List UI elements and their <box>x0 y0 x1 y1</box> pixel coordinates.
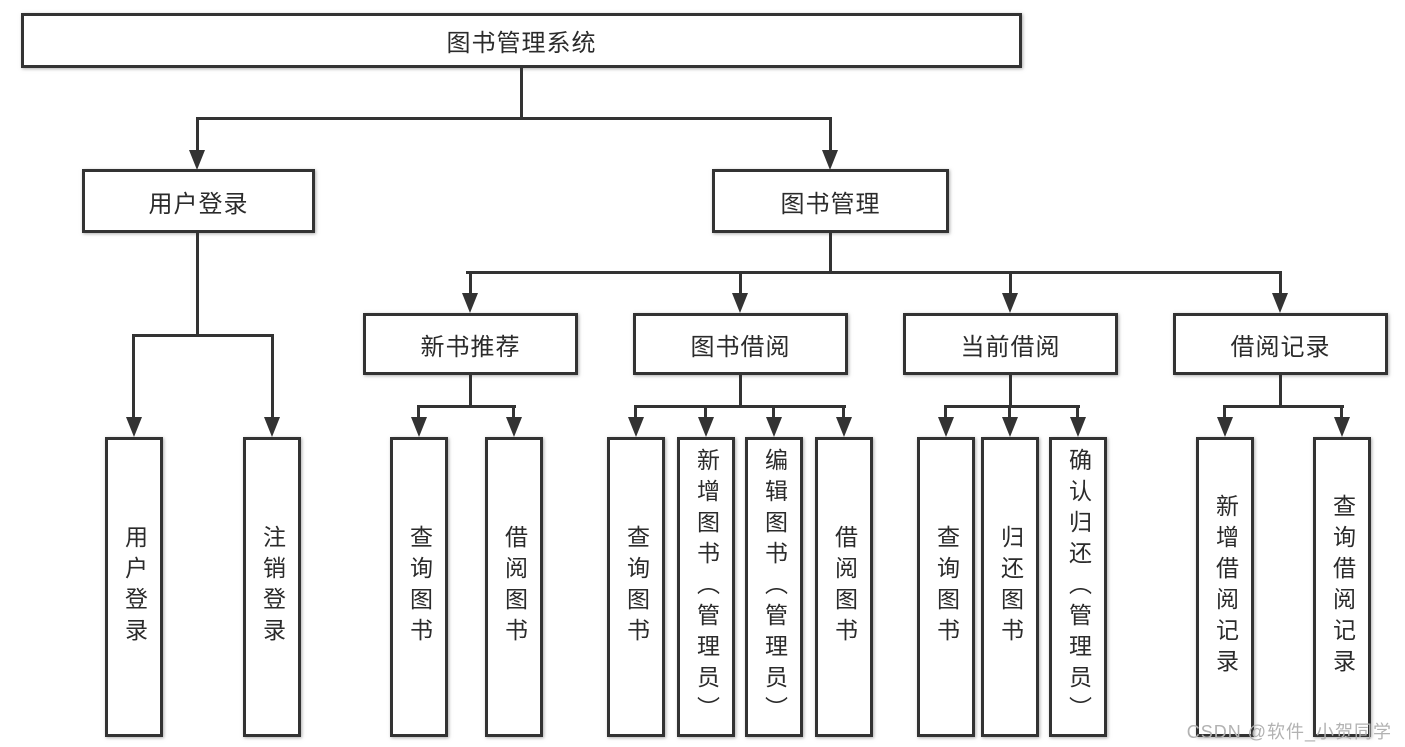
arrow-down-icon <box>938 417 954 437</box>
connector-drop <box>512 406 515 419</box>
connector-stem <box>1279 375 1282 407</box>
leaf-label-cb-return-books: 归还图书 <box>997 525 1024 649</box>
leaf-label-rec-borrow-books: 借阅图书 <box>501 525 528 649</box>
arrow-down-icon <box>836 417 852 437</box>
leaf-box-br-query-record: 查询借阅记录 <box>1313 437 1371 737</box>
leaf-label-cb-query-books: 查询图书 <box>933 525 960 649</box>
leaf-box-user-login: 用户登录 <box>105 437 163 737</box>
node-label-user-login: 用户登录 <box>148 190 249 218</box>
connector-drop <box>1279 272 1282 294</box>
leaf-label-bb-query-books: 查询图书 <box>623 525 650 649</box>
arrow-down-icon <box>126 417 142 437</box>
leaf-label-bb-borrow-books: 借阅图书 <box>831 525 858 649</box>
arrow-down-icon <box>732 293 748 313</box>
leaf-label-bb-edit-books: 编辑图书（管理员） <box>761 447 788 727</box>
connector-bar <box>1223 405 1344 408</box>
leaf-box-cb-return-books: 归还图书 <box>981 437 1039 737</box>
arrow-down-icon <box>189 150 205 170</box>
arrow-down-icon <box>1334 417 1350 437</box>
connector-drop <box>829 118 832 154</box>
arrow-down-icon <box>698 417 714 437</box>
connector-stem <box>829 233 832 273</box>
connector-drop <box>1223 406 1226 419</box>
leaf-box-bb-add-books: 新增图书（管理员） <box>677 437 735 737</box>
connector-drop <box>417 406 420 419</box>
connector-drop <box>772 406 775 419</box>
arrow-down-icon <box>264 417 280 437</box>
arrow-down-icon <box>1217 417 1233 437</box>
connector-stem <box>1009 375 1012 407</box>
connector-drop <box>634 406 637 419</box>
watermark: CSDN @软件_小贺同学 <box>1186 722 1392 742</box>
leaf-box-cb-query-books: 查询图书 <box>917 437 975 737</box>
leaf-label-br-query-record: 查询借阅记录 <box>1329 494 1356 680</box>
connector-bar <box>196 117 832 120</box>
arrow-down-icon <box>462 293 478 313</box>
connector-drop <box>1076 406 1079 419</box>
leaf-box-bb-borrow-books: 借阅图书 <box>815 437 873 737</box>
connector-drop <box>271 335 274 419</box>
arrow-down-icon <box>628 417 644 437</box>
connector-drop <box>196 118 199 154</box>
leaf-box-bb-query-books: 查询图书 <box>607 437 665 737</box>
connector-drop <box>1340 406 1343 419</box>
leaf-label-bb-add-books: 新增图书（管理员） <box>693 447 720 727</box>
connector-drop <box>944 406 947 419</box>
node-box-current-borrow: 当前借阅 <box>903 313 1118 375</box>
node-box-new-book-rec: 新书推荐 <box>363 313 578 375</box>
leaf-box-rec-query-books: 查询图书 <box>390 437 448 737</box>
connector-drop <box>704 406 707 419</box>
connector-bar <box>466 271 1282 274</box>
node-label-new-book-rec: 新书推荐 <box>420 333 521 361</box>
connector-stem <box>196 233 199 336</box>
leaf-box-bb-edit-books: 编辑图书（管理员） <box>745 437 803 737</box>
node-label-borrow-records: 借阅记录 <box>1230 333 1331 361</box>
connector-drop <box>1009 272 1012 294</box>
node-box-user-login: 用户登录 <box>82 169 315 233</box>
connector-stem <box>739 375 742 407</box>
connector-bar <box>132 334 274 337</box>
connector-drop <box>739 272 742 294</box>
leaf-label-rec-query-books: 查询图书 <box>406 525 433 649</box>
leaf-label-cb-confirm-return: 确认归还（管理员） <box>1065 447 1092 727</box>
connector-bar <box>944 405 1080 408</box>
leaf-label-br-add-record: 新增借阅记录 <box>1212 494 1239 680</box>
leaf-box-rec-borrow-books: 借阅图书 <box>485 437 543 737</box>
node-label-book-mgmt: 图书管理 <box>780 190 881 218</box>
arrow-down-icon <box>1002 293 1018 313</box>
connector-stem <box>520 68 523 119</box>
connector-drop <box>132 335 135 419</box>
leaf-label-logout: 注销登录 <box>259 525 286 649</box>
connector-drop <box>469 272 472 294</box>
leaf-box-br-add-record: 新增借阅记录 <box>1196 437 1254 737</box>
node-box-borrow-records: 借阅记录 <box>1173 313 1388 375</box>
leaf-box-logout: 注销登录 <box>243 437 301 737</box>
node-box-system-root: 图书管理系统 <box>21 13 1022 68</box>
arrow-down-icon <box>766 417 782 437</box>
arrow-down-icon <box>1002 417 1018 437</box>
node-box-book-borrow: 图书借阅 <box>633 313 848 375</box>
connector-bar <box>417 405 516 408</box>
node-box-book-mgmt: 图书管理 <box>712 169 949 233</box>
connector-drop <box>842 406 845 419</box>
node-label-current-borrow: 当前借阅 <box>960 333 1061 361</box>
connector-drop <box>1008 406 1011 419</box>
node-label-system-root: 图书管理系统 <box>446 30 597 57</box>
leaf-label-user-login: 用户登录 <box>121 525 148 649</box>
arrow-down-icon <box>1070 417 1086 437</box>
connector-bar <box>634 405 846 408</box>
arrow-down-icon <box>506 417 522 437</box>
leaf-box-cb-confirm-return: 确认归还（管理员） <box>1049 437 1107 737</box>
arrow-down-icon <box>822 150 838 170</box>
node-label-book-borrow: 图书借阅 <box>690 333 791 361</box>
arrow-down-icon <box>1272 293 1288 313</box>
connector-stem <box>469 375 472 407</box>
arrow-down-icon <box>411 417 427 437</box>
